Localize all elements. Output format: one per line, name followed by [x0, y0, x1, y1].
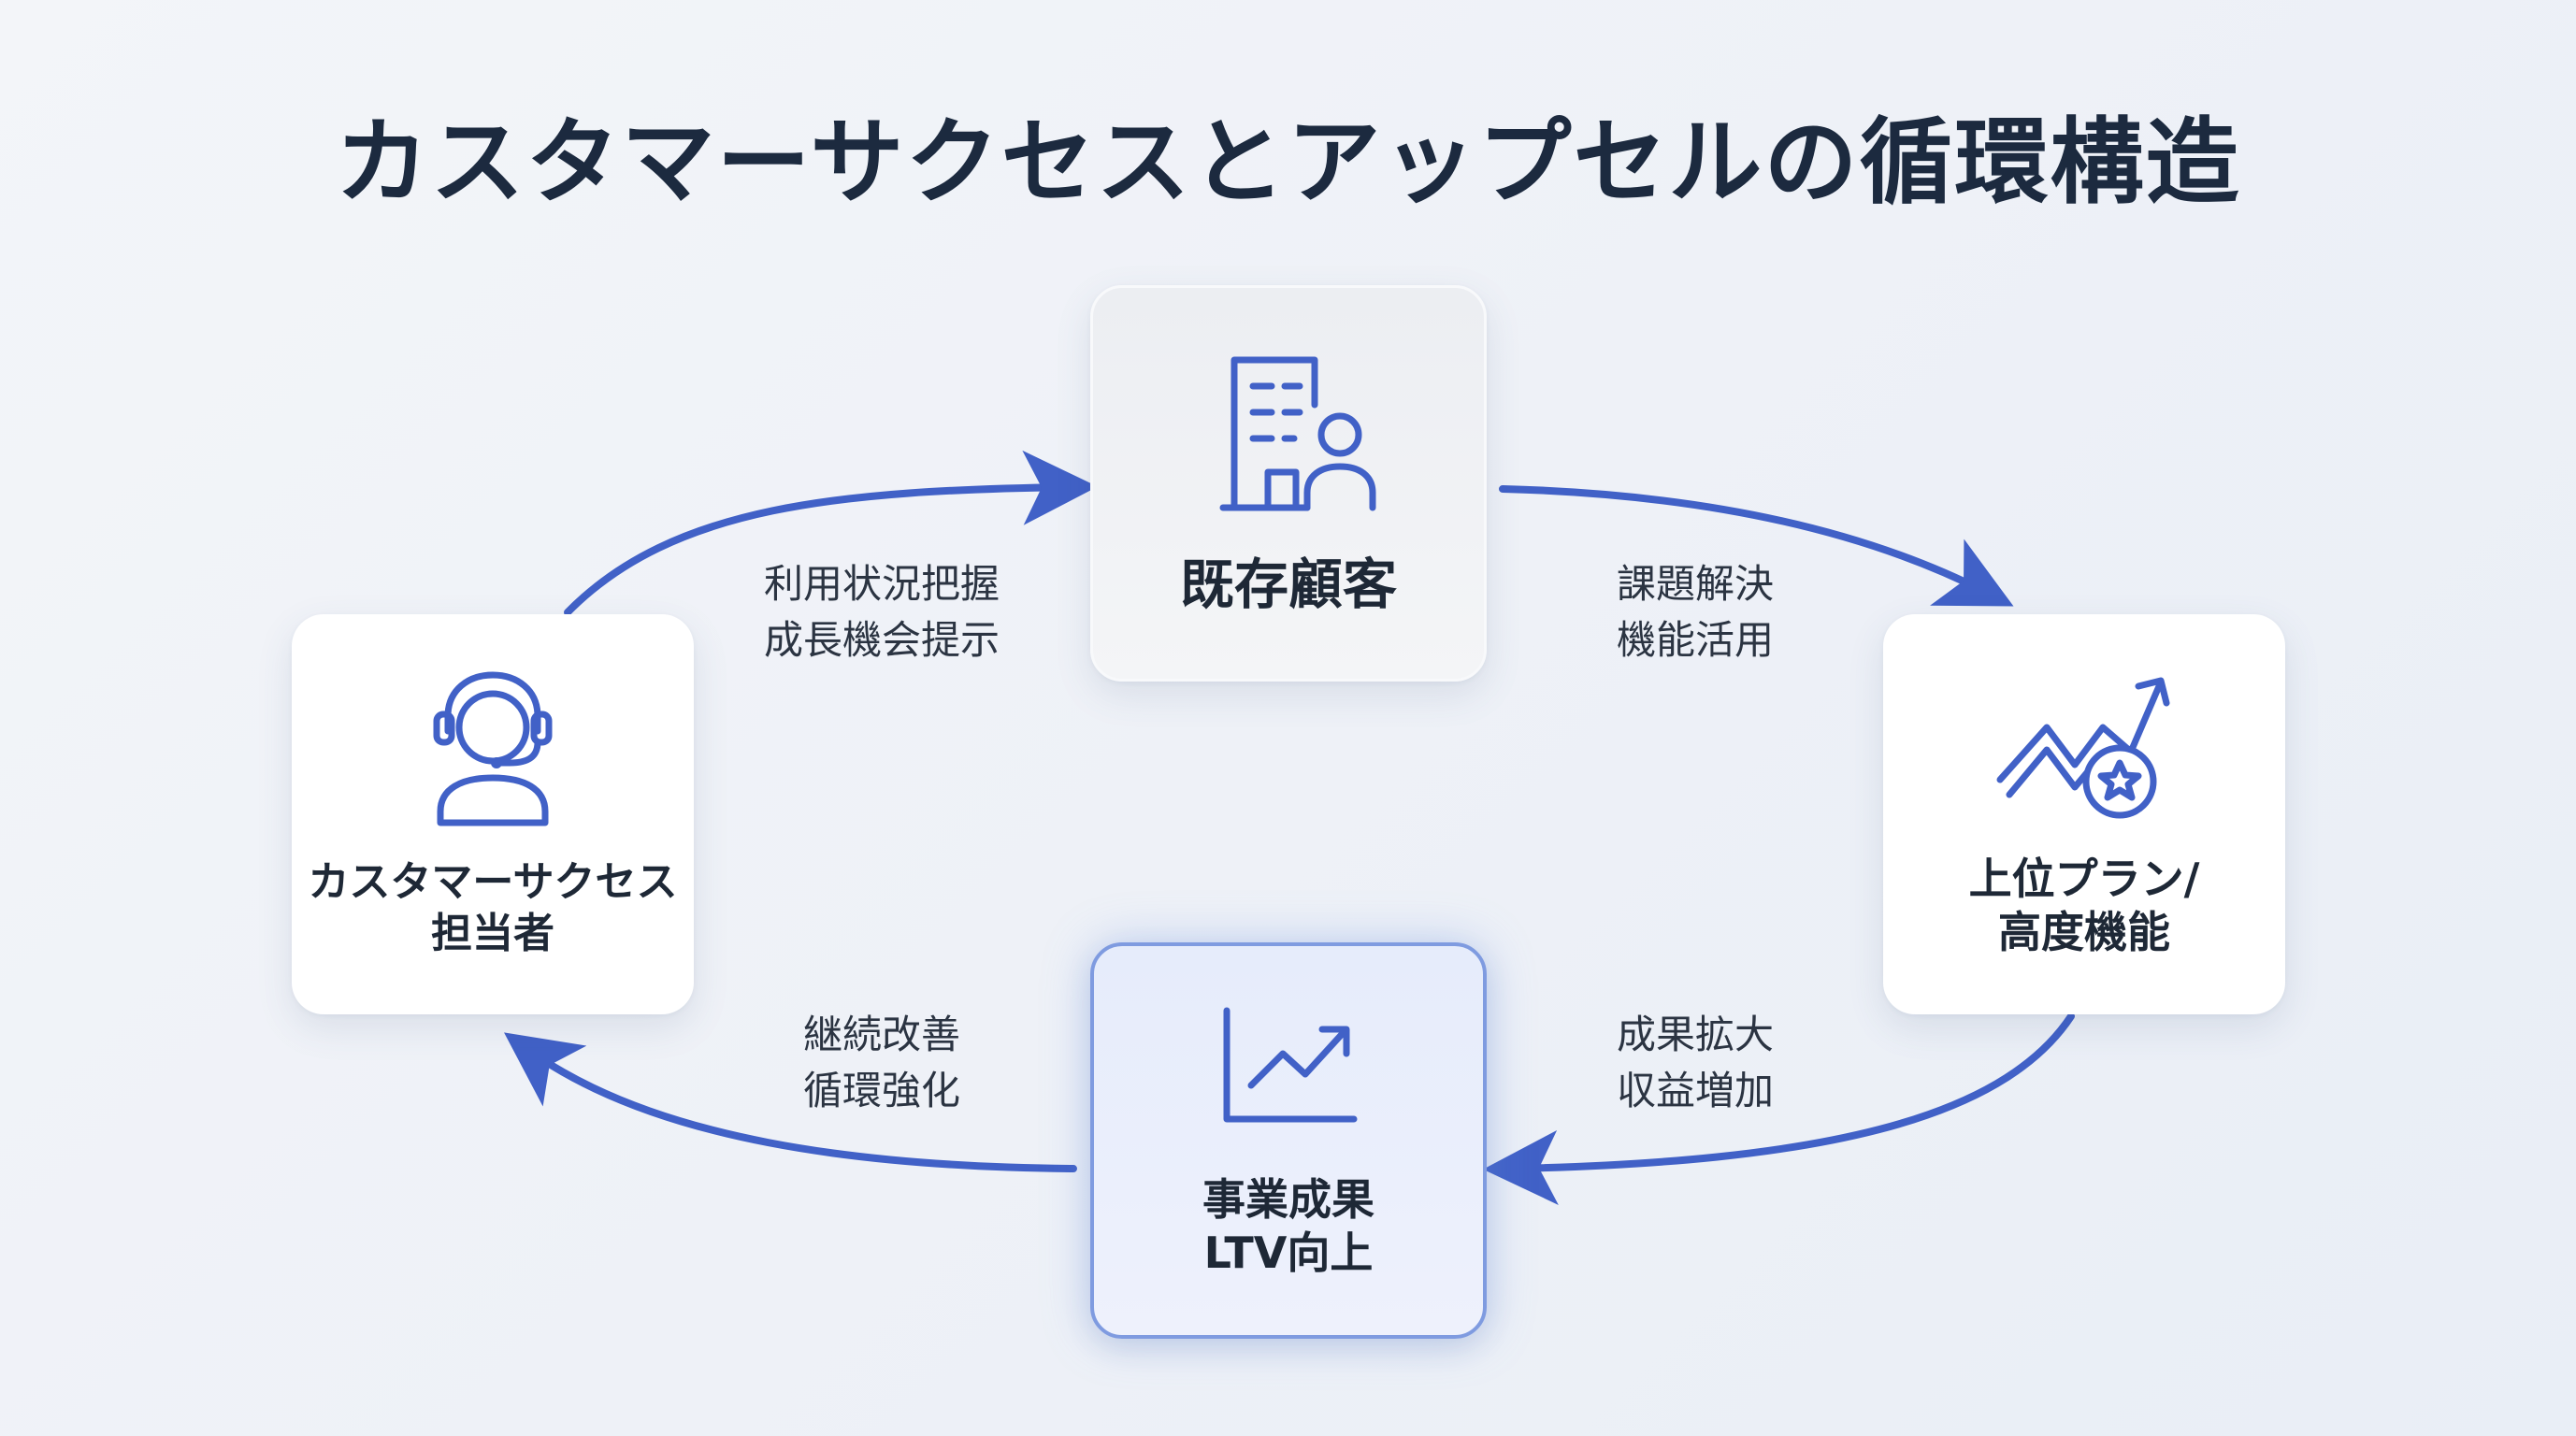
edge-label-line2: 成長機会提示 — [763, 617, 1000, 663]
node-label-line2: LTV向上 — [1203, 1228, 1374, 1278]
node-label-line2: 担当者 — [431, 910, 554, 957]
edge-label-right-to-bottom: 成果拡大 収益増加 — [1527, 1007, 1864, 1119]
building-person-icon — [1219, 356, 1376, 511]
node-label: 既存顧客 — [1179, 552, 1397, 616]
node-customer-success-rep: カスタマーサクセス 担当者 — [292, 614, 694, 1014]
node-label-line1: 上位プラン/ — [1968, 853, 2200, 904]
arrow-bottom-to-left — [504, 1032, 1077, 1172]
edge-label-line2: 機能活用 — [1616, 617, 1774, 663]
headset-agent-icon — [433, 671, 553, 826]
edge-label-line2: 循環強化 — [802, 1068, 960, 1113]
node-label-line1: カスタマーサクセス — [308, 858, 678, 906]
edge-label-line1: 継続改善 — [802, 1012, 960, 1057]
line-chart-icon — [1223, 1007, 1358, 1122]
edge-label-line1: 成果拡大 — [1616, 1012, 1774, 1057]
node-business-outcome: 事業成果 LTV向上 — [1090, 942, 1487, 1339]
node-label-line1: 事業成果 — [1202, 1173, 1374, 1225]
growth-arrow-star-icon — [1996, 677, 2170, 818]
edge-label-line1: 課題解決 — [1616, 561, 1774, 607]
edge-label-left-to-top: 利用状況把握 成長機会提示 — [713, 556, 1050, 668]
arrow-top-to-right — [1499, 485, 2014, 607]
arrow-left-to-top — [564, 450, 1098, 616]
arrow-right-to-bottom — [1483, 1012, 2075, 1205]
diagram-title: カスタマーサクセスとアップセルの循環構造 — [335, 108, 2241, 217]
edge-label-line2: 収益増加 — [1616, 1068, 1774, 1113]
edge-label-line1: 利用状況把握 — [763, 561, 1000, 607]
edge-label-top-to-right: 課題解決 機能活用 — [1527, 556, 1864, 668]
node-premium-plan: 上位プラン/ 高度機能 — [1883, 614, 2285, 1014]
node-existing-customer: 既存顧客 — [1090, 285, 1487, 682]
node-label-line2: 高度機能 — [1998, 907, 2170, 957]
edge-label-bottom-to-left: 継続改善 循環強化 — [713, 1007, 1050, 1119]
